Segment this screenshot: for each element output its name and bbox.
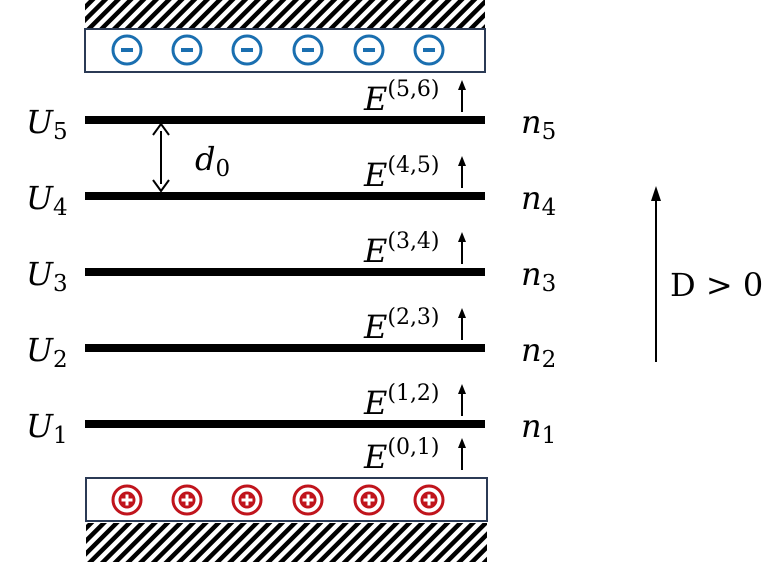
- layer-potential-label: U4: [26, 179, 68, 221]
- layer-line: [85, 420, 485, 428]
- minus-charge-icon: [231, 34, 263, 66]
- top-electrode-charges: [111, 34, 445, 66]
- bottom-electrode-charges: [111, 484, 445, 516]
- layer-potential-label: U3: [26, 255, 68, 297]
- minus-charge-icon: [111, 34, 143, 66]
- layer: U2 n2: [26, 331, 556, 373]
- field-arrow: E(2,3): [363, 305, 466, 346]
- field-arrow: E(4,5): [363, 153, 466, 194]
- layer: U3 n3: [26, 255, 556, 297]
- layer-density-label: n3: [521, 255, 556, 297]
- field-label: E(1,2): [363, 381, 440, 422]
- minus-charge-icon: [353, 34, 385, 66]
- plus-charge-icon: [171, 484, 203, 516]
- layer-line: [85, 192, 485, 200]
- field-group: E(5,6) E(4,5) E(3,4) E(2,3) E(1,2) E(0,1): [363, 77, 466, 476]
- plus-charge-icon: [353, 484, 385, 516]
- displacement-indicator: D > 0: [651, 186, 763, 362]
- layer-potential-label: U5: [26, 103, 68, 145]
- layer-line: [85, 268, 485, 276]
- plus-charge-icon: [292, 484, 324, 516]
- layer-density-label: n1: [521, 407, 556, 449]
- layer-density-label: n4: [521, 179, 556, 221]
- field-label: E(0,1): [363, 435, 440, 476]
- field-arrow: E(0,1): [363, 435, 466, 476]
- bottom-hatched-wall: [86, 523, 487, 562]
- layer: U5 n5: [26, 103, 556, 145]
- plus-charge-icon: [231, 484, 263, 516]
- layer-line: [85, 116, 485, 124]
- plus-charge-icon: [413, 484, 445, 516]
- layer-density-label: n5: [521, 103, 556, 145]
- layer: U1 n1: [26, 407, 556, 449]
- spacing-indicator: d0: [152, 122, 230, 193]
- minus-charge-icon: [413, 34, 445, 66]
- minus-charge-icon: [292, 34, 324, 66]
- field-label: E(3,4): [363, 229, 440, 270]
- plus-charge-icon: [111, 484, 143, 516]
- layer-line: [85, 344, 485, 352]
- layer-potential-label: U1: [26, 407, 68, 449]
- field-label: E(5,6): [363, 77, 440, 118]
- minus-charge-icon: [171, 34, 203, 66]
- spacing-label: d0: [195, 140, 230, 182]
- field-label: E(4,5): [363, 153, 440, 194]
- field-arrow: E(5,6): [363, 77, 466, 118]
- layer-potential-label: U2: [26, 331, 68, 373]
- layer-density-label: n2: [521, 331, 556, 373]
- field-label: E(2,3): [363, 305, 440, 346]
- top-hatched-wall: [85, 0, 485, 28]
- displacement-label: D > 0: [670, 266, 763, 304]
- field-arrow: E(3,4): [363, 229, 466, 270]
- field-arrow: E(1,2): [363, 381, 466, 422]
- layer: U4 n4: [26, 179, 556, 221]
